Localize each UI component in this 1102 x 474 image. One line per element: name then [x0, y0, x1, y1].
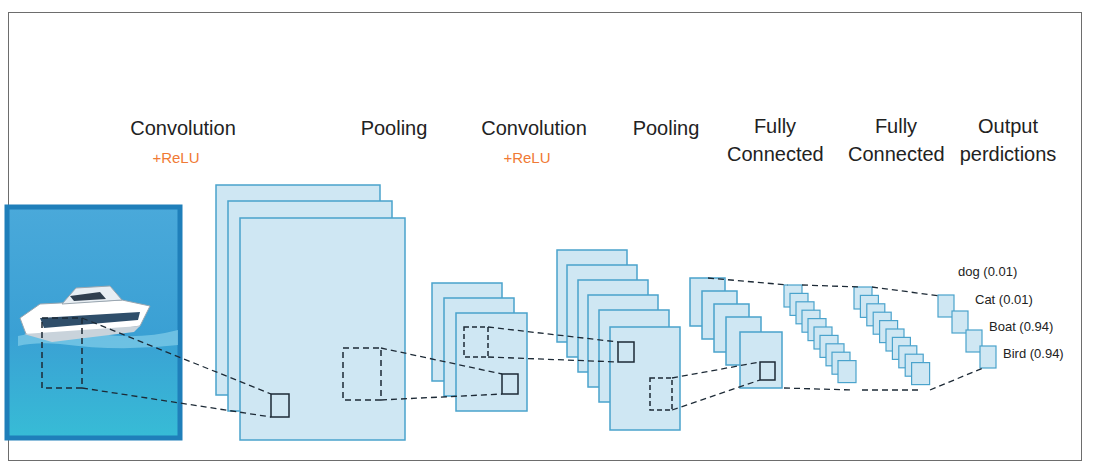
- activation-label: +ReLU: [487, 147, 567, 168]
- layer-title: Pooling: [616, 114, 716, 142]
- layer-title: Convolution: [464, 114, 604, 142]
- layer-title: Fully Connected: [848, 112, 944, 168]
- layer-title: Fully Connected: [727, 112, 823, 168]
- activation-label: +ReLU: [136, 147, 216, 168]
- neuron-block: [980, 346, 996, 368]
- class-score: Boat (0.94): [988, 318, 1054, 336]
- layer-title: Pooling: [339, 114, 449, 142]
- class-score: Bird (0.94): [1002, 345, 1065, 363]
- neuron-block: [838, 361, 856, 383]
- class-score: dog (0.01): [957, 263, 1018, 281]
- layer-title: Convolution: [113, 114, 253, 142]
- class-score: Cat (0.01): [974, 291, 1034, 309]
- layer-title: Output perdictions: [952, 112, 1064, 168]
- neuron-block: [912, 363, 930, 385]
